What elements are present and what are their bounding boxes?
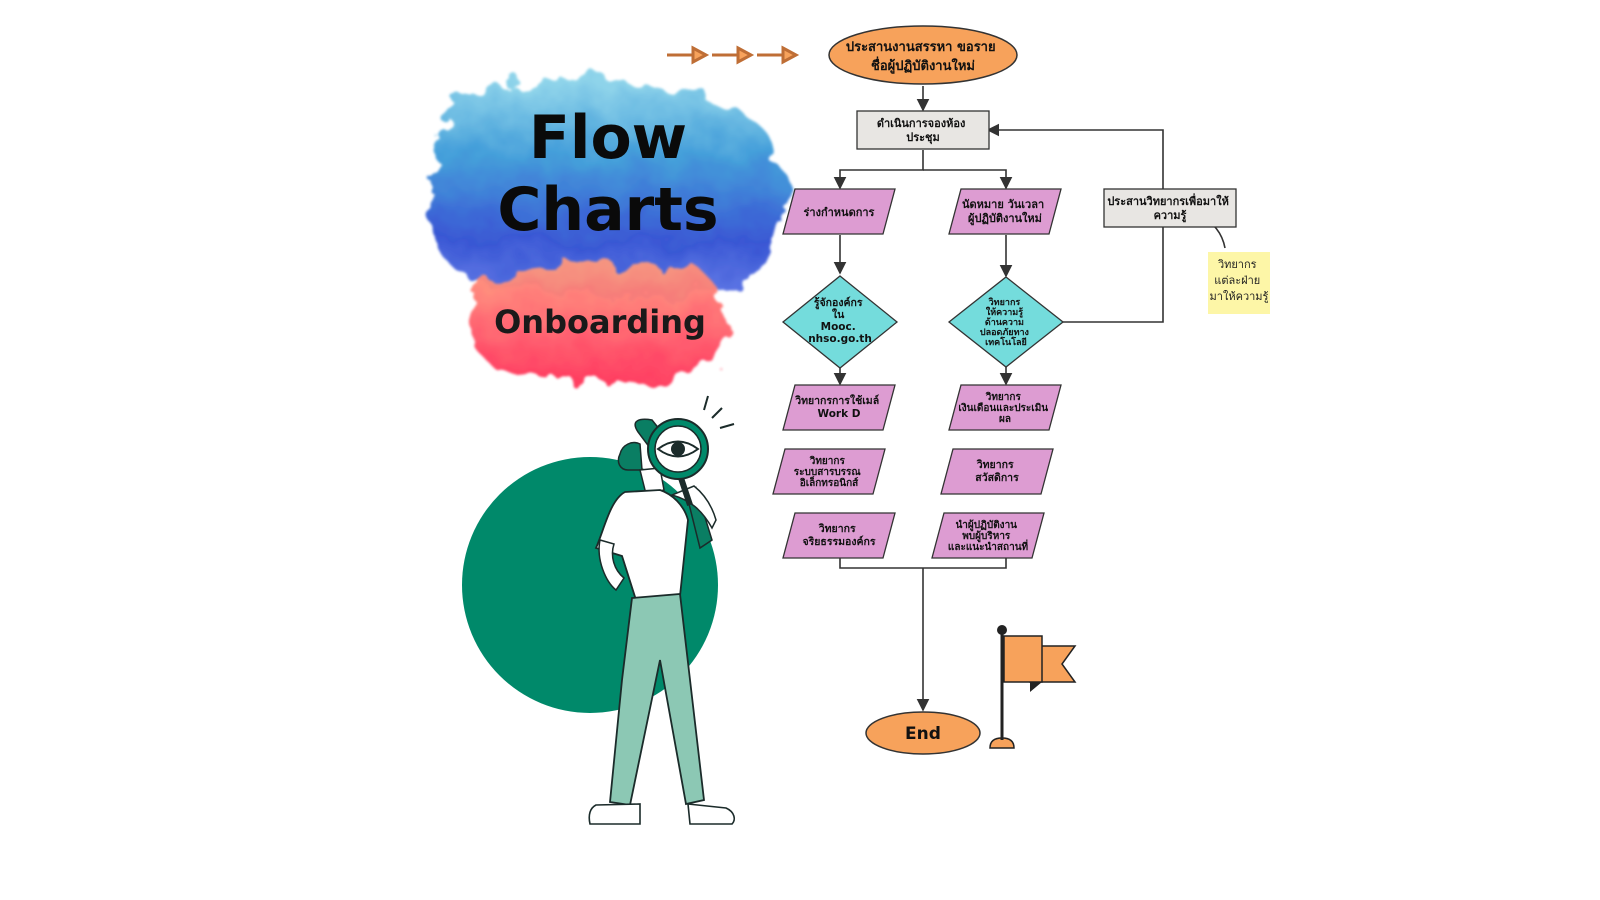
start-line2: ชื่อผู้ปฏิบัติงานใหม่ — [871, 56, 975, 74]
tech-security-line5: เทคโนโลยี — [985, 336, 1027, 348]
person-illustration — [462, 395, 736, 825]
node-speaker-ethics: วิทยากร จริยธรรมองค์กร — [782, 512, 896, 559]
svg-text:รู้จักองค์กร ใน Mo: รู้จักองค์กร ใน Mooc. nhso.go.th — [808, 296, 872, 345]
know-org-line4: nhso.go.th — [808, 333, 872, 345]
svg-text:ดำเนินการจองห้อง ประชุม: ดำเนินการจองห้อง ประชุม — [877, 117, 969, 145]
title-line1: Flow — [529, 103, 687, 173]
arrow-right-icon — [667, 45, 800, 65]
meet-execs-line1: นำผู้ปฏิบัติงาน — [955, 519, 1017, 532]
node-know-org: รู้จักองค์กร ใน Mooc. nhso.go.th — [781, 275, 899, 369]
speaker-salary-line3: ผล — [999, 414, 1011, 425]
title-line2: Charts — [497, 175, 718, 245]
end-label: End — [905, 724, 941, 744]
tech-security-line2: ให้ความรู้ — [986, 306, 1023, 318]
speaker-email-line1: วิทยากรการใช้เมล์ — [794, 393, 879, 407]
svg-text:End: End — [905, 724, 941, 744]
speaker-welfare-line1: วิทยากร — [976, 459, 1014, 471]
node-tech-security: วิทยากร ให้ความรู้ ด้านความ ปลอดภัยทาง เ… — [947, 276, 1065, 368]
appointment-line2: ผู้ปฏิบัติงานใหม่ — [968, 211, 1042, 226]
flag-icon — [989, 625, 1077, 749]
node-speaker-salary: วิทยากร เงินเดือนและประเมิน ผล — [948, 384, 1062, 431]
node-meet-execs: นำผู้ปฏิบัติงาน พบผู้บริหาร และแนะนำสถาน… — [931, 512, 1045, 559]
svg-text:ประสานงานสรรหา ขอราย ชื่: ประสานงานสรรหา ขอราย ชื่อผู้ปฏิบัติงานให… — [846, 40, 1000, 74]
svg-text:วิทยากร แต่ละฝ่าย: วิทยากร แต่ละฝ่าย มาให้ความรู้ — [1210, 258, 1269, 303]
svg-text:ร่างกำหนดการ: ร่างกำหนดการ — [804, 206, 875, 219]
speaker-edoc-line2: ระบบสารบรรณ — [794, 467, 862, 478]
title-splash-red — [471, 262, 725, 383]
svg-text:วิทยากร สวัสดิการ: วิทยากร สวัสดิการ — [975, 459, 1019, 484]
node-draft-schedule: ร่างกำหนดการ — [782, 188, 896, 235]
node-speaker-edoc: วิทยากร ระบบสารบรรณ อิเล็กทรอนิกส์ — [772, 448, 886, 495]
coordinate-speakers-line1: ประสานวิทยากรเพื่อมาให้ — [1107, 193, 1229, 208]
magnifier-icon — [647, 395, 735, 506]
svg-text:วิทยากร จริยธรรมองค์กร: วิทยากร จริยธรรมองค์กร — [802, 523, 875, 548]
node-appointment: นัดหมาย วันเวลา ผู้ปฏิบัติงานใหม่ — [948, 188, 1062, 235]
know-org-line1: รู้จักองค์กร — [814, 296, 863, 310]
svg-text:วิทยากร เงินเดือนและประเ: วิทยากร เงินเดือนและประเมิน ผล — [958, 391, 1051, 425]
tech-security-line1: วิทยากร — [988, 297, 1021, 308]
draft-schedule-line1: ร่างกำหนดการ — [804, 206, 875, 219]
svg-text:วิทยากรการใช้เมล์ Work D: วิทยากรการใช้เมล์ Work D — [794, 393, 883, 420]
svg-text:นำผู้ปฏิบัติงาน พบผู้บริ: นำผู้ปฏิบัติงาน พบผู้บริหาร และแนะนำสถาน… — [948, 519, 1029, 553]
book-room-line1: ดำเนินการจองห้อง — [877, 117, 966, 130]
svg-text:นัดหมาย วันเวลา ผู้ปฏิบั: นัดหมาย วันเวลา ผู้ปฏิบัติงานใหม่ — [962, 198, 1048, 226]
node-book-room: ดำเนินการจองห้อง ประชุม — [856, 110, 990, 150]
node-end: End — [865, 711, 981, 755]
node-coordinate-speakers: ประสานวิทยากรเพื่อมาให้ ความรู้ — [1103, 188, 1237, 228]
note-line1: วิทยากร — [1217, 258, 1257, 271]
speaker-salary-line2: เงินเดือนและประเมิน — [958, 402, 1048, 414]
tech-security-line4: ปลอดภัยทาง — [980, 327, 1029, 338]
know-org-line2: ใน — [832, 307, 845, 321]
coordinate-speakers-line2: ความรู้ — [1154, 209, 1187, 223]
node-speaker-email: วิทยากรการใช้เมล์ Work D — [782, 384, 896, 431]
sticky-note: วิทยากร แต่ละฝ่าย มาให้ความรู้ — [1208, 252, 1270, 314]
node-start: ประสานงานสรรหา ขอราย ชื่อผู้ปฏิบัติงานให… — [828, 25, 1018, 85]
speaker-edoc-line1: วิทยากร — [809, 455, 845, 467]
speaker-edoc-line3: อิเล็กทรอนิกส์ — [800, 475, 859, 489]
know-org-line3: Mooc. — [821, 321, 856, 333]
note-line2: แต่ละฝ่าย — [1214, 274, 1260, 287]
node-speaker-welfare: วิทยากร สวัสดิการ — [940, 448, 1054, 495]
meet-execs-line2: พบผู้บริหาร — [962, 530, 1011, 543]
speaker-salary-line1: วิทยากร — [985, 391, 1021, 403]
start-line1: ประสานงานสรรหา ขอราย — [846, 40, 996, 55]
note-line3: มาให้ความรู้ — [1210, 290, 1269, 303]
tech-security-line3: ด้านความ — [985, 317, 1024, 328]
meet-execs-line3: และแนะนำสถานที่ — [948, 539, 1029, 553]
svg-text:วิทยากร ระบบสารบรรณ: วิทยากร ระบบสารบรรณ อิเล็กทรอนิกส์ — [794, 455, 864, 489]
title-splash-blue — [432, 78, 782, 296]
appointment-line1: นัดหมาย วันเวลา — [962, 198, 1044, 211]
speaker-ethics-line1: วิทยากร — [818, 523, 856, 535]
subtitle: Onboarding — [494, 303, 706, 341]
speaker-ethics-line2: จริยธรรมองค์กร — [802, 535, 875, 548]
speaker-email-line2: Work D — [818, 408, 861, 420]
speaker-welfare-line2: สวัสดิการ — [975, 472, 1019, 484]
svg-text:วิทยากร ให้ความรู้: วิทยากร ให้ความรู้ ด้านความ ปลอดภัยทาง เ… — [980, 297, 1032, 348]
book-room-line2: ประชุม — [906, 131, 940, 145]
svg-text:ประสานวิทยากรเพื่อมาให้: ประสานวิทยากรเพื่อมาให้ ความรู้ — [1107, 193, 1232, 223]
